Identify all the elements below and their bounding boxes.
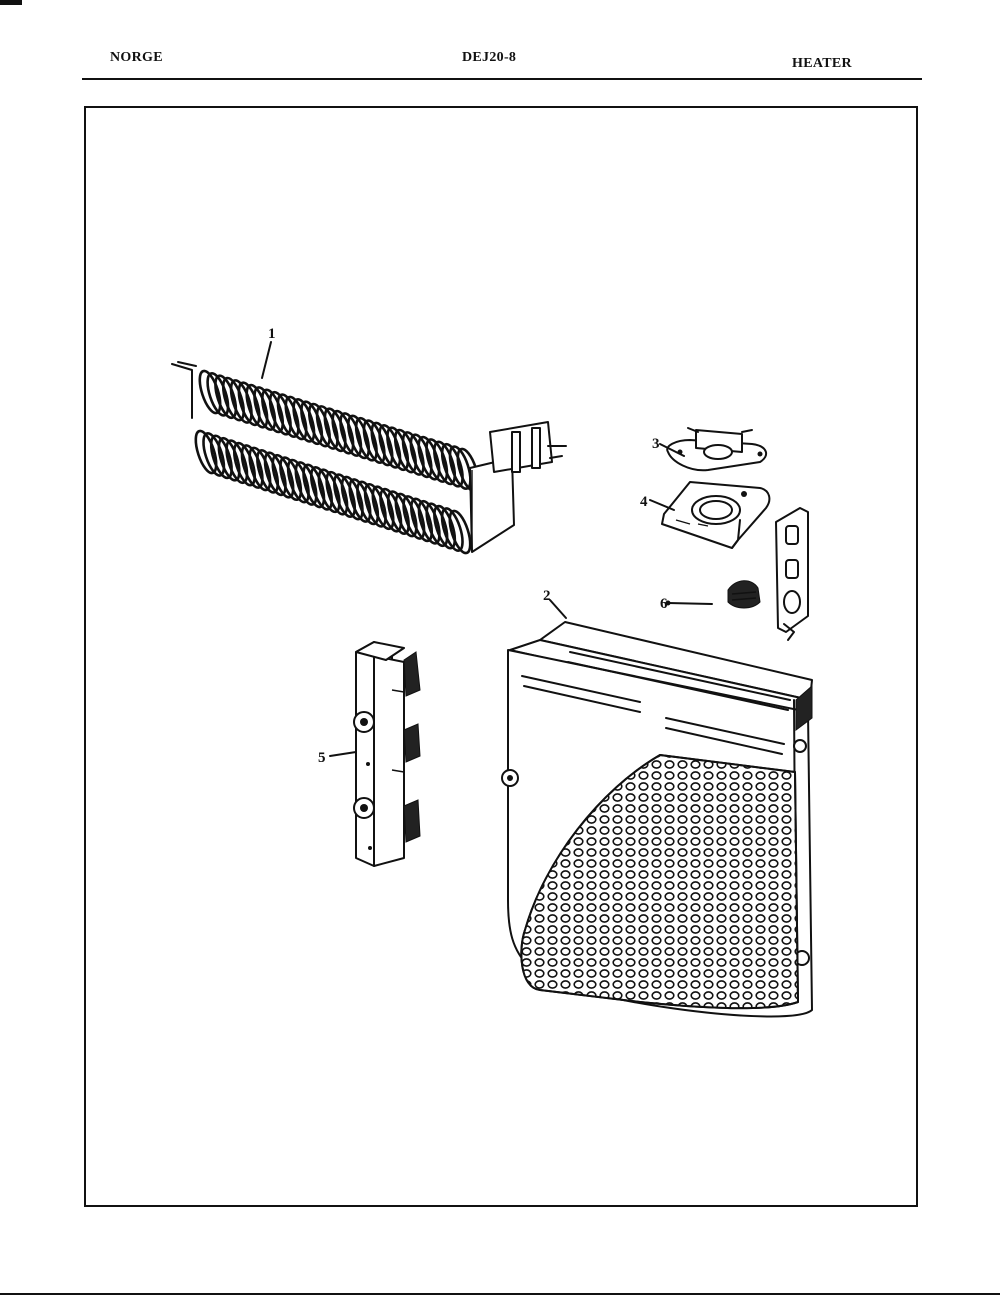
callout-1: 1 [268,326,276,342]
thermostat-gasket [661,481,771,549]
coil-loop [294,461,318,506]
coil-loop [370,421,394,467]
coil-loop [206,371,230,417]
thermostat [666,427,768,472]
coil-loop [410,497,434,543]
coil-loop [232,441,256,487]
leader-1 [261,341,272,379]
coil-loop [363,482,387,528]
coil-loop [394,492,418,538]
coil-loop [362,419,386,465]
section-title: HEATER [792,56,852,71]
coil-loop [279,456,303,502]
coil-loop [325,470,349,516]
coil-loop [347,414,371,460]
coil-loop [248,446,272,492]
coil-loop [194,429,218,475]
callout-3: 3 [652,436,660,452]
callout-6: 6 [660,596,668,612]
coil-loop [263,451,287,497]
coil-loop [393,428,417,474]
coil-loop [448,509,472,555]
coil-loop [315,405,339,450]
coil-loop [253,386,277,431]
diagram-frame [84,106,918,1207]
coil-loop [317,468,341,514]
coil-loop [433,504,457,550]
coil-loop [202,432,226,477]
coil-loop [309,465,333,511]
coil-loop [245,383,269,429]
coil-loop [425,502,449,548]
coil-loop [300,400,324,446]
coil-loop [448,445,472,491]
coil-loop [339,412,363,457]
leader-5 [329,751,357,757]
coil-loop [354,416,378,462]
coil-loop [261,388,285,434]
coil-loop [286,458,310,504]
coil-loop [417,499,441,545]
coil-loop [323,407,347,453]
coil-loop [402,495,426,540]
coil-loop [221,376,245,422]
coil-loop [433,440,457,486]
coil-loop [331,409,355,455]
heating-coil-upper [198,369,480,493]
coil-loop [371,485,395,531]
callout-5: 5 [318,750,326,766]
leader-3 [659,443,685,457]
coil-loop [209,434,233,480]
coil-loop [340,475,364,521]
heater-housing [501,621,813,1018]
coil-loop [237,381,261,427]
coil-loop [386,426,410,472]
coil-loop [409,433,433,479]
coil-loop [240,444,264,489]
coil-loop [302,463,326,509]
coil-loop [217,436,241,482]
heating-coil-lower [194,429,472,555]
heating-element [171,361,567,555]
brand-label: NORGE [110,50,163,65]
coil-loop [440,442,464,488]
coil-loop [386,490,410,535]
callout-4: 4 [640,494,648,510]
leader-4 [649,499,675,511]
mounting-screw [665,580,761,609]
model-number: DEJ20-8 [462,50,517,65]
coil-loop [440,507,464,552]
coil-loop [256,449,280,494]
coil-loop [333,473,357,519]
terminal-bracket [775,507,809,641]
terminal-block [353,641,421,867]
coil-loop [348,478,372,523]
coil-loop [378,423,402,469]
coil-loop [356,480,380,526]
coil-loop [198,369,222,415]
corner-mark [0,0,22,5]
coil-loop [401,431,425,476]
callout-2: 2 [543,588,551,604]
coil-loop [284,395,308,441]
coil-loop [292,397,316,443]
coil-loop [379,487,403,533]
leader-2 [549,599,567,619]
header-rule [82,78,922,80]
coil-loop [229,379,253,424]
coil-loop [268,390,292,436]
coil-loop [417,435,441,481]
coil-loop [307,402,331,448]
coil-loop [271,453,295,499]
bottom-rule [0,1293,1000,1295]
coil-loop [425,438,449,483]
coil-loop [225,439,249,485]
coil-loop [214,374,238,420]
coil-loop [276,393,300,439]
